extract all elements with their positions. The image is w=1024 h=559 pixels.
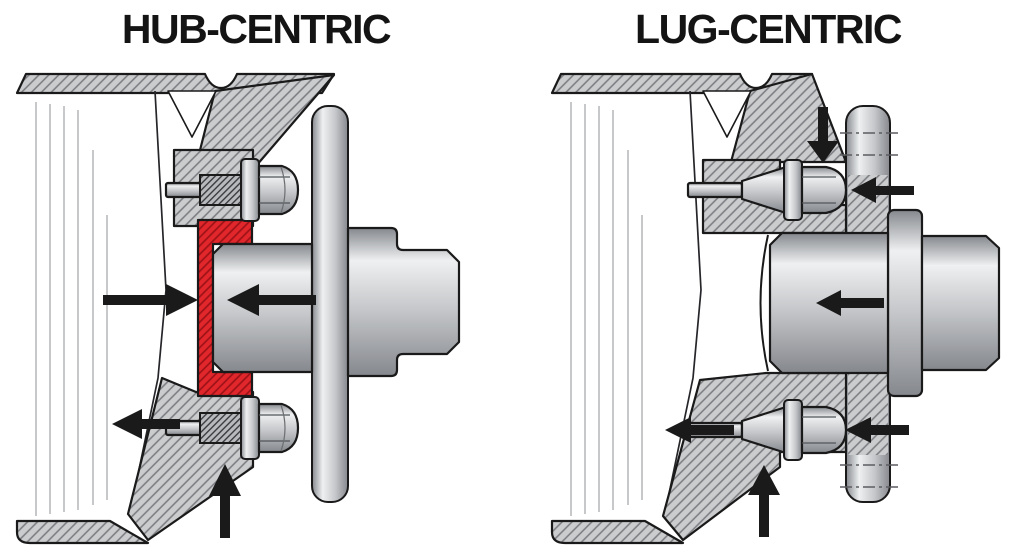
rim-outer-band-bottom bbox=[550, 519, 685, 545]
stud-threads bbox=[199, 174, 247, 206]
lug-nut-cap-line bbox=[280, 404, 286, 452]
lug-nut-facets bbox=[802, 416, 836, 444]
hub-pilot-cylinder bbox=[211, 242, 314, 374]
lug-nut bbox=[800, 165, 848, 215]
arrow-pilot-from-left-icon bbox=[103, 284, 198, 316]
arrow-mounting-pad-up-icon bbox=[209, 464, 241, 538]
wheel-center-boss-lower bbox=[661, 371, 848, 542]
hub-pilot-contact-highlight bbox=[196, 218, 254, 398]
spoke-window-notch bbox=[167, 90, 217, 138]
nut-flange-washer bbox=[783, 159, 803, 221]
lug-nut-facets bbox=[259, 414, 290, 442]
arrow-stud-clearance-icon bbox=[665, 417, 734, 443]
stud-washer bbox=[240, 158, 260, 222]
stud-washer bbox=[240, 396, 260, 460]
arrow-nut-seat-left-top-icon bbox=[851, 177, 914, 203]
hub-end-cylinder bbox=[920, 234, 1001, 372]
tapered-lug-nut-top bbox=[686, 159, 848, 221]
lug-centric-diagram bbox=[550, 72, 1001, 545]
lug-stud-bottom bbox=[164, 396, 300, 460]
rim-outer-band-bottom bbox=[15, 519, 150, 545]
stud-threads bbox=[199, 412, 247, 444]
rim-barrel-face-lines bbox=[570, 102, 643, 516]
lug-centric-title: LUG-CENTRIC bbox=[635, 6, 902, 52]
arrow-mounting-pad-up-icon bbox=[748, 465, 780, 537]
lug-stud-top bbox=[164, 158, 300, 222]
stud-tip bbox=[686, 181, 744, 199]
nut-flange-washer bbox=[783, 399, 803, 461]
hub-centric-diagram bbox=[15, 72, 461, 545]
hub-centric-title: HUB-CENTRIC bbox=[121, 6, 392, 52]
lug-nut bbox=[257, 402, 300, 454]
hub-flange-section-lower bbox=[848, 373, 888, 455]
wheel-center-boss-lower bbox=[126, 376, 255, 542]
hub-flange bbox=[311, 105, 349, 503]
arrow-nut-seat-down-icon bbox=[807, 107, 839, 163]
lug-nut bbox=[800, 405, 848, 455]
stud-hole-centerlines bbox=[840, 132, 898, 488]
lug-nut-cap-line bbox=[280, 166, 286, 214]
center-bore-gap-edge bbox=[759, 234, 769, 372]
rim-barrel-face-lines bbox=[35, 102, 108, 516]
lug-nut bbox=[257, 164, 300, 216]
arrow-pilot-from-right-icon bbox=[227, 284, 316, 316]
arrow-stud-clearance-icon bbox=[112, 409, 180, 439]
lug-nut-facets bbox=[802, 176, 836, 204]
rim-outer-band-top bbox=[550, 72, 814, 95]
lug-nut-facets bbox=[259, 176, 290, 204]
spoke-window-notch bbox=[702, 90, 752, 138]
arrow-nut-seat-left-bottom-icon bbox=[845, 417, 909, 443]
axle-spindle bbox=[346, 226, 461, 378]
hub-collar bbox=[886, 208, 924, 398]
arrow-bore-gap-left-icon bbox=[816, 290, 884, 316]
